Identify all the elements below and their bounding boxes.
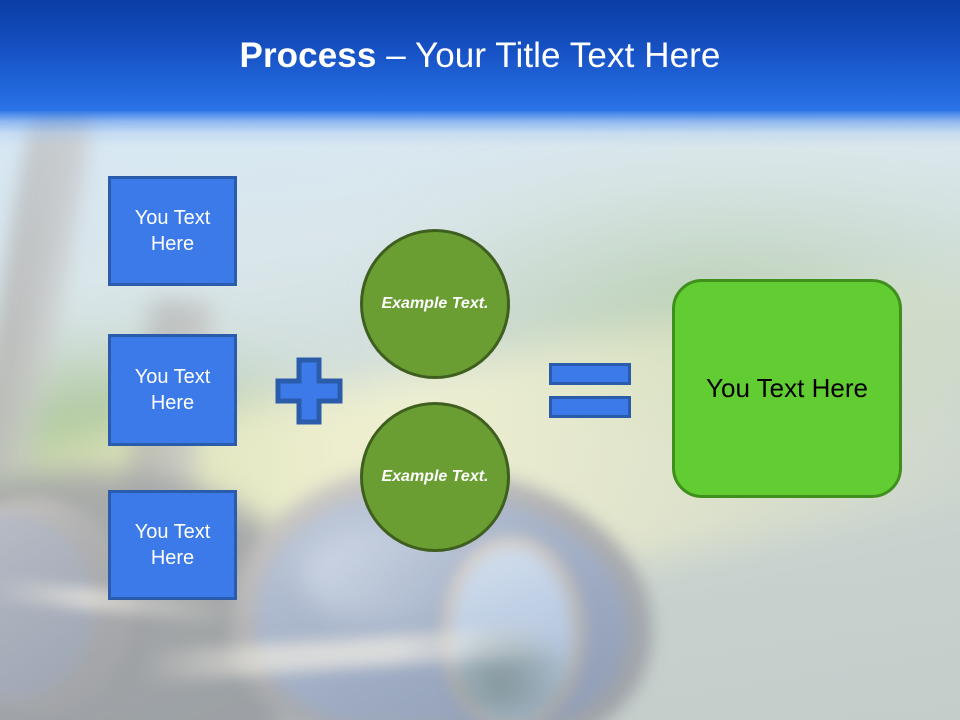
- page-title-rest: – Your Title Text Here: [376, 35, 721, 75]
- example-circle-1-label: Example Text.: [381, 294, 489, 312]
- input-box-2[interactable]: You Text Here: [108, 334, 237, 446]
- page-title: Process – Your Title Text Here: [0, 0, 960, 111]
- equals-gap: [549, 385, 631, 396]
- input-box-3[interactable]: You Text Here: [108, 490, 237, 600]
- input-box-1[interactable]: You Text Here: [108, 176, 237, 286]
- example-circle-2-label: Example Text.: [381, 467, 489, 485]
- input-box-3-label: You Text Here: [134, 520, 211, 569]
- input-box-1-label: You Text Here: [134, 206, 211, 255]
- equals-icon[interactable]: [549, 363, 631, 418]
- result-box-label: You Text Here: [706, 373, 868, 403]
- plus-icon[interactable]: [275, 357, 343, 425]
- input-box-2-label: You Text Here: [134, 365, 211, 414]
- title-bar: [0, 0, 960, 111]
- equals-bar-top: [549, 363, 631, 385]
- example-circle-1[interactable]: Example Text.: [360, 229, 510, 379]
- equals-bar-bottom: [549, 396, 631, 418]
- result-box[interactable]: You Text Here: [672, 279, 902, 498]
- page-title-strong: Process: [239, 35, 377, 75]
- example-circle-2[interactable]: Example Text.: [360, 402, 510, 552]
